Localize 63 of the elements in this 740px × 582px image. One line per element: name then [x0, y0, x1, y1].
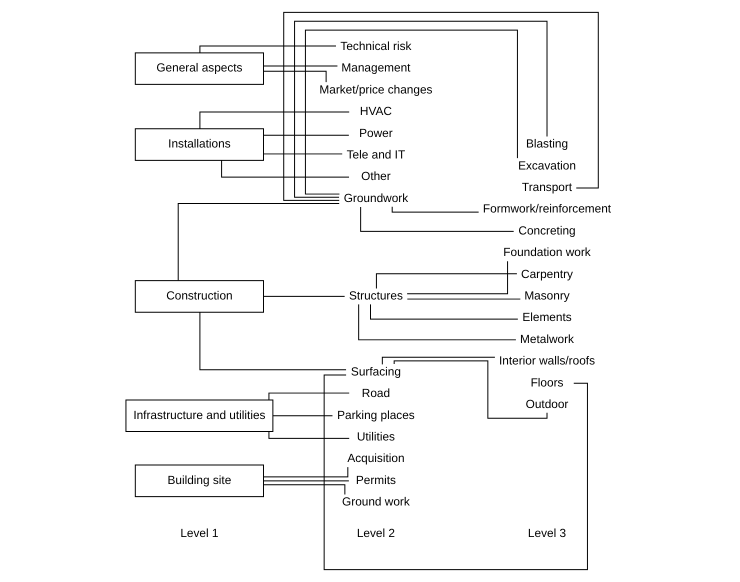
node-text: Structures	[348, 288, 402, 302]
node-text: Elements	[522, 310, 572, 324]
node-text: HVAC	[359, 104, 392, 118]
connector	[220, 160, 350, 178]
connector	[268, 431, 350, 439]
connector	[323, 374, 588, 570]
node-text: Surfacing	[350, 364, 400, 378]
connector	[381, 356, 495, 365]
connector	[304, 30, 518, 195]
connector	[294, 20, 547, 198]
connector	[370, 304, 518, 320]
connector	[406, 260, 508, 294]
node-box: Installations	[134, 128, 264, 161]
connector	[358, 304, 516, 340]
node-text: Carpentry	[520, 266, 572, 281]
label: Level 1	[180, 526, 218, 540]
node-text: Concreting	[518, 223, 576, 238]
connector	[406, 298, 520, 300]
connector	[262, 134, 349, 136]
connector	[282, 12, 598, 201]
connector	[272, 415, 332, 416]
node-text: Management	[340, 60, 410, 75]
node-box: Building site	[134, 464, 264, 498]
node-text: Utilities	[356, 429, 394, 444]
node-text: Floors	[530, 375, 563, 390]
connector	[268, 392, 350, 400]
connector	[198, 45, 336, 54]
node-text: Metalwork	[520, 332, 574, 346]
label: Level 2	[356, 526, 394, 540]
node-text: Masonry	[524, 288, 570, 302]
connector	[262, 296, 345, 297]
connector	[262, 484, 345, 495]
connector	[262, 153, 342, 154]
node-text: Road	[361, 386, 390, 400]
node-box: Infrastructure and utilities	[124, 399, 273, 432]
node-text: Ground work	[342, 494, 410, 509]
node-text: Outdoor	[525, 396, 568, 411]
node-text: Market/price changes	[318, 82, 432, 96]
connector	[262, 70, 326, 83]
connector	[262, 480, 349, 482]
node-text: Foundation work	[502, 245, 590, 260]
connector	[375, 273, 517, 289]
node-box: General aspects	[134, 52, 264, 85]
node-text: Power	[358, 126, 392, 140]
connector	[360, 206, 514, 232]
node-text: Acquisition	[346, 451, 404, 466]
node-text: Interior walls/roofs	[498, 354, 595, 368]
node-text: Permits	[355, 472, 396, 487]
node-text: Blasting	[525, 136, 568, 151]
node-text: Parking places	[336, 408, 414, 422]
label: Level 3	[527, 526, 566, 540]
node-text: Other	[360, 169, 390, 184]
node-text: Technical risk	[340, 38, 411, 53]
connector	[262, 466, 348, 478]
node-text: Groundwork	[343, 190, 408, 205]
connector	[177, 203, 340, 281]
node-text: Formwork/reinforcement	[482, 202, 611, 216]
connector	[198, 112, 350, 130]
node-text: Transport	[521, 180, 572, 194]
node-text: Excavation	[518, 158, 576, 172]
node-text: Tele and IT	[346, 147, 405, 162]
connector	[198, 312, 346, 370]
node-box: Construction	[134, 280, 264, 313]
